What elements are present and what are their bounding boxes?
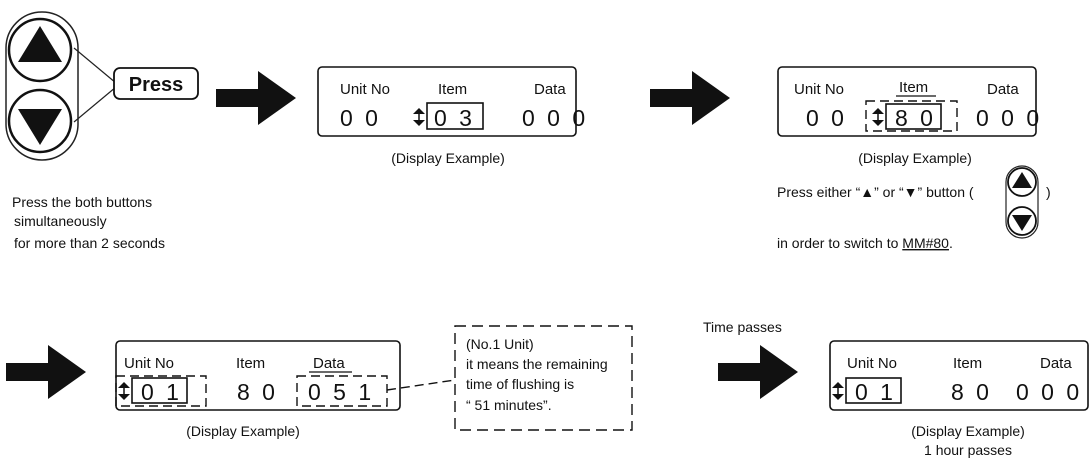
- data-label: Data: [987, 81, 1019, 98]
- display-caption-4b: 1 hour passes: [924, 442, 1012, 458]
- display-caption-3: (Display Example): [186, 423, 300, 439]
- unit-dashed-frame: [115, 375, 207, 407]
- display-caption-1: (Display Example): [391, 150, 505, 166]
- display-example-4: Unit No Item Data 0 1 8 0 0 0 0: [829, 340, 1089, 411]
- unit-no-value: 0 0: [340, 105, 381, 131]
- unit-no-value: 0 0: [806, 105, 847, 131]
- data-value: 0 0 0: [522, 105, 588, 131]
- press-callout: [113, 67, 199, 100]
- item-value: 8 0: [951, 379, 992, 405]
- unit-no-label: Unit No: [340, 81, 390, 98]
- unit-highlight-box: [845, 377, 902, 404]
- note-line-4: “ 51 minutes”.: [466, 397, 552, 413]
- data-label: Data: [1040, 355, 1072, 372]
- switch-instruction: in order to switch to MM#80.: [777, 235, 953, 251]
- display-example-3: Unit No Item Data 0 1 8 0 0 5 1: [115, 340, 401, 411]
- instruction-line-2: simultaneously: [14, 213, 107, 229]
- item-value: 8 0: [895, 105, 936, 131]
- item-label: Item: [438, 81, 467, 98]
- press-label: Press: [129, 74, 184, 96]
- display-example-2: Unit No Item Data 0 0 8 0 0 0 0: [777, 66, 1042, 137]
- unit-no-label: Unit No: [794, 81, 844, 98]
- instruction-close-paren: ): [1046, 184, 1051, 200]
- note-dashed-box: [454, 325, 633, 431]
- instruction-line-3: for more than 2 seconds: [14, 235, 165, 251]
- item-highlight-box: [426, 102, 484, 130]
- item-label: Item: [236, 355, 265, 372]
- display-example-1: Unit No Item Data 0 0 0 3 0 0 0: [317, 66, 588, 137]
- time-passes-label: Time passes: [703, 319, 782, 335]
- item-value: 0 3: [434, 105, 475, 131]
- flow-arrow-2: [650, 71, 730, 125]
- data-value: 0 0 0: [1016, 379, 1082, 405]
- display-caption-2: (Display Example): [858, 150, 972, 166]
- unit-no-value: 0 1: [141, 379, 182, 405]
- flow-arrow-1: [216, 71, 296, 125]
- display-caption-4: (Display Example): [911, 423, 1025, 439]
- data-label: Data: [313, 355, 345, 372]
- instruction-line-1: Press the both buttons: [12, 194, 152, 210]
- down-triangle-icon: [18, 109, 62, 145]
- unit-highlight-box: [131, 377, 188, 404]
- mm80-reference: MM#80: [902, 235, 949, 251]
- flow-arrow-4: [718, 345, 798, 399]
- item-highlight-box: [885, 103, 942, 130]
- unit-no-label: Unit No: [124, 355, 174, 372]
- flow-arrow-3: [6, 345, 86, 399]
- item-dashed-frame: [865, 100, 958, 132]
- data-value: 0 5 1: [308, 379, 374, 405]
- unit-no-label: Unit No: [847, 355, 897, 372]
- button-pair-panel: Press: [5, 11, 199, 161]
- either-button-instruction: Press either “▲” or “▼” button (: [777, 184, 974, 200]
- item-label: Item: [953, 355, 982, 372]
- note-connector: [386, 379, 456, 391]
- note-line-2: it means the remaining: [466, 356, 608, 372]
- item-value: 8 0: [237, 379, 278, 405]
- data-label: Data: [534, 81, 566, 98]
- note-line-3: time of flushing is: [466, 376, 574, 392]
- note-line-1: (No.1 Unit): [466, 336, 534, 352]
- mini-button-pair-icon: [1005, 165, 1039, 239]
- data-dashed-frame: [296, 375, 388, 407]
- up-triangle-icon: [18, 26, 62, 62]
- unit-no-value: 0 1: [855, 379, 896, 405]
- data-value: 0 0 0: [976, 105, 1042, 131]
- item-label: Item: [899, 79, 928, 96]
